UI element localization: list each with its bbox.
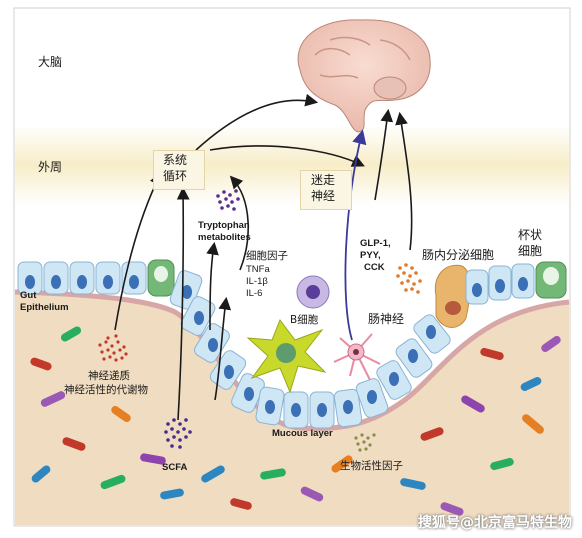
gut-hormones-line2: PYY, xyxy=(360,250,381,261)
epithelial-cell-row xyxy=(17,261,147,295)
gut-hormones-line1: GLP-1, xyxy=(360,238,391,249)
gut-hormones-line3: CCK xyxy=(364,262,385,273)
b-cell-label: B细胞 xyxy=(290,314,319,326)
goblet-label-line2: 细胞 xyxy=(518,244,543,258)
neurotransmitter-label-line2: 神经活性的代谢物 xyxy=(64,384,148,396)
periphery-band xyxy=(15,125,569,205)
epithelial-cell-row-right xyxy=(465,263,535,305)
enteroendocrine-cell xyxy=(434,264,471,328)
crypt-cells xyxy=(169,270,451,429)
cytokine-item-3: IL-6 xyxy=(246,288,263,299)
gut-bacteria xyxy=(30,326,561,516)
vagus-arrow xyxy=(344,129,367,341)
cytokine-item-2: IL-1β xyxy=(246,276,268,287)
neurotransmitter-dots xyxy=(98,334,128,362)
tryptophan-label-line1: Tryptophan xyxy=(198,220,250,231)
systemic-circulation-box xyxy=(153,150,205,190)
watermark-text: 搜狐号@北京富马特生物 xyxy=(418,515,572,531)
systemic-circulation-line1: 系统 xyxy=(163,153,188,167)
vagus-nerve-box xyxy=(300,170,352,210)
neurotransmitter-label-line1: 神经递质 xyxy=(88,370,130,382)
bioactive-factors-label: 生物活性因子 xyxy=(340,460,403,472)
vagus-nerve-line2: 神经 xyxy=(311,189,336,203)
cytokine-item-1: TNFa xyxy=(246,264,270,275)
periphery-zone-label: 外周 xyxy=(38,160,63,174)
systemic-circulation-line2: 循环 xyxy=(163,169,188,183)
intestinal-lumen xyxy=(15,290,569,525)
tryptophan-label-line2: metabolites xyxy=(198,232,251,243)
bioactive-dots xyxy=(354,433,376,452)
vagus-nerve-line1: 迷走 xyxy=(311,173,336,187)
goblet-label-line1: 杯状 xyxy=(518,228,543,242)
scfa-label: SCFA xyxy=(162,462,188,473)
scfa-dots xyxy=(164,418,192,449)
enteric-nerve-label: 肠神经 xyxy=(368,312,405,326)
gut-epithelium-line2: Epithelium xyxy=(20,302,69,313)
gut-epithelium-line1: Gut xyxy=(20,290,37,301)
enteric-neuron xyxy=(333,333,381,381)
hormone-dots xyxy=(396,263,422,294)
enteroendocrine-label: 肠内分泌细胞 xyxy=(422,248,495,262)
epithelial-cells xyxy=(17,259,567,429)
cytokines-title: 细胞因子 xyxy=(246,250,288,262)
brain-zone-label: 大脑 xyxy=(38,55,63,69)
tryptophan-dots xyxy=(216,189,240,211)
mucous-layer-label: Mucous layer xyxy=(272,428,333,439)
brain-illustration xyxy=(297,19,431,133)
